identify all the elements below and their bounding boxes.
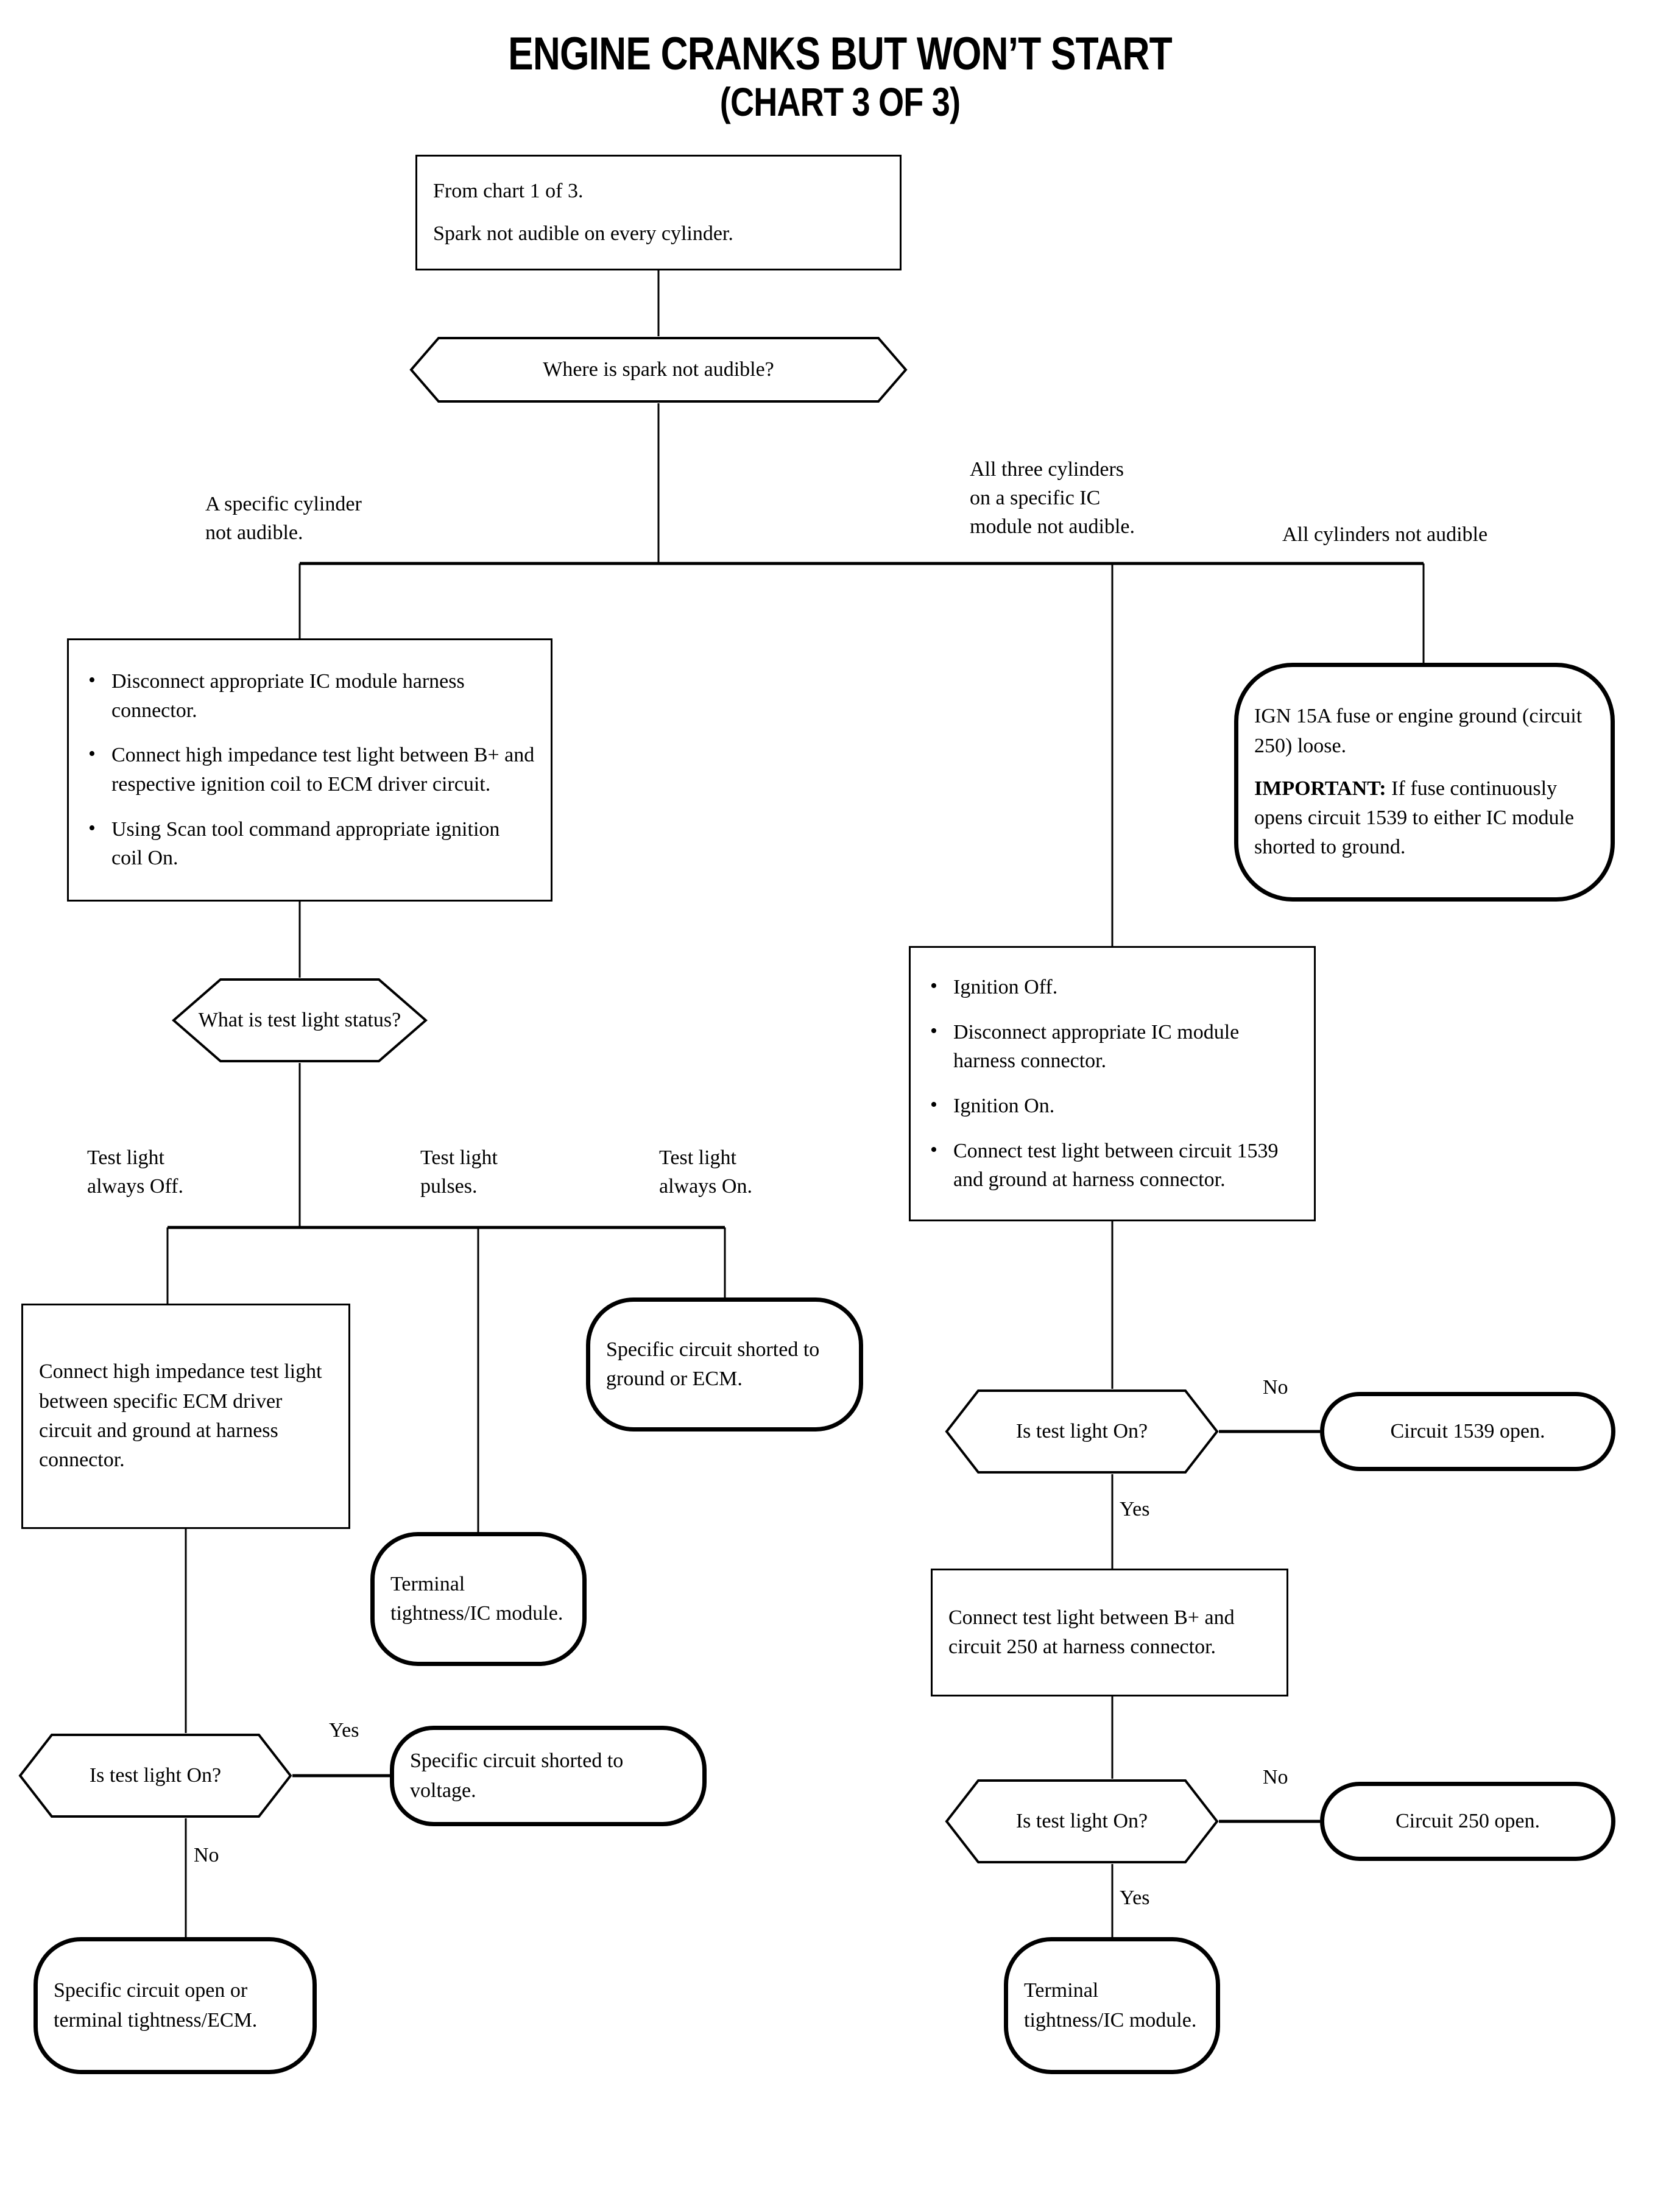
important-text: If fuse continuously opens circuit 1539 … <box>1254 777 1574 859</box>
list-item: Disconnect appropriate IC module harness… <box>926 1017 1298 1076</box>
node-entry: From chart 1 of 3. Spark not audible on … <box>415 155 902 270</box>
edge-label-test-light-always-on: Test light always On. <box>659 1146 752 1198</box>
edge-label-specific-cylinder: A specific cylinder not audible. <box>205 493 362 544</box>
node-ign-fuse: IGN 15A fuse or engine ground (circuit 2… <box>1234 663 1615 902</box>
term-1539-open-text: Circuit 1539 open. <box>1390 1419 1545 1442</box>
q-test-light-status-label: What is test light status? <box>198 1008 401 1031</box>
proc-connect-250-text: Connect test light between B+ and circui… <box>948 1606 1235 1658</box>
term-tightness-ic-right-text: Terminal tightness/IC module. <box>1024 1979 1197 2032</box>
list-item: Ignition Off. <box>926 972 1298 1002</box>
list-item: Connect test light between circuit 1539 … <box>926 1135 1298 1195</box>
node-proc-ic-module: Ignition Off. Disconnect appropriate IC … <box>909 946 1316 1221</box>
q-test-light-on-r1-label: Is test light On? <box>1015 1419 1148 1442</box>
q-test-light-on-r2-label: Is test light On? <box>1015 1809 1148 1832</box>
term-tightness-ic-middle-text: Terminal tightness/IC module. <box>390 1572 563 1625</box>
term-shorted-ground-ecm-text: Specific circuit shorted to ground or EC… <box>606 1338 820 1390</box>
edge-label-no-r1: No <box>1263 1376 1288 1399</box>
edge-label-yes-r1: Yes <box>1120 1498 1150 1520</box>
edge-label-test-light-pulses: Test light pulses. <box>420 1146 498 1198</box>
node-term-open-or-ecm: Specific circuit open or terminal tightn… <box>34 1937 317 2074</box>
node-q-test-light-on-r1: Is test light On? <box>945 1389 1219 1474</box>
node-q-test-light-status: What is test light status? <box>172 978 428 1063</box>
edge-label-yes-r2: Yes <box>1120 1887 1150 1909</box>
ign-fuse-important: IMPORTANT: If fuse continuously opens ci… <box>1254 774 1595 863</box>
node-q-where-spark: Where is spark not audible? <box>409 336 908 403</box>
node-q-test-light-on-r2: Is test light On? <box>945 1779 1219 1864</box>
term-open-or-ecm-text: Specific circuit open or terminal tightn… <box>54 1979 258 2032</box>
edge-label-no-r2: No <box>1263 1766 1288 1788</box>
node-proc-specific-cylinder: Disconnect appropriate IC module harness… <box>67 638 552 902</box>
node-term-shorted-voltage: Specific circuit shorted to voltage. <box>390 1726 707 1826</box>
list-item: Disconnect appropriate IC module harness… <box>85 666 535 725</box>
q-test-light-on-left-label: Is test light On? <box>89 1763 222 1787</box>
node-term-tightness-ic-right: Terminal tightness/IC module. <box>1004 1937 1220 2074</box>
entry-text: From chart 1 of 3. Spark not audible on … <box>433 177 884 249</box>
proc-specific-cylinder-list: Disconnect appropriate IC module harness… <box>85 666 535 873</box>
node-term-tightness-ic-middle: Terminal tightness/IC module. <box>370 1532 587 1666</box>
edge-label-no-left: No <box>194 1844 219 1866</box>
term-250-open-text: Circuit 250 open. <box>1395 1809 1541 1832</box>
page-title: ENGINE CRANKS BUT WON’T START (CHART 3 O… <box>151 28 1529 125</box>
ign-fuse-text: IGN 15A fuse or engine ground (circuit 2… <box>1254 702 1595 862</box>
node-proc-connect-250: Connect test light between B+ and circui… <box>931 1569 1288 1696</box>
node-term-250-open: Circuit 250 open. <box>1320 1782 1615 1861</box>
proc-connect-ecm-driver-text: Connect high impedance test light betwee… <box>39 1360 322 1472</box>
list-item: Using Scan tool command appropriate igni… <box>85 814 535 873</box>
important-label: IMPORTANT: <box>1254 777 1386 800</box>
list-item: Ignition On. <box>926 1090 1298 1121</box>
edge-label-yes-left: Yes <box>329 1719 359 1742</box>
ign-fuse-line-1: IGN 15A fuse or engine ground (circuit 2… <box>1254 705 1583 757</box>
entry-line-1: From chart 1 of 3. <box>433 179 584 202</box>
node-q-test-light-on-left: Is test light On? <box>18 1733 292 1818</box>
edge-label-all-cylinders: All cylinders not audible <box>1282 523 1488 546</box>
edge-label-all-three-cylinders: All three cylinders on a specific IC mod… <box>970 458 1135 538</box>
node-term-shorted-ground-ecm: Specific circuit shorted to ground or EC… <box>586 1297 863 1432</box>
node-term-1539-open: Circuit 1539 open. <box>1320 1392 1615 1471</box>
title-line-2: (CHART 3 OF 3) <box>719 79 961 125</box>
q-where-spark-label: Where is spark not audible? <box>543 358 774 381</box>
term-shorted-voltage-text: Specific circuit shorted to voltage. <box>410 1749 624 1802</box>
title-line-1: ENGINE CRANKS BUT WON’T START <box>508 28 1173 80</box>
proc-ic-module-list: Ignition Off. Disconnect appropriate IC … <box>926 972 1298 1195</box>
list-item: Connect high impedance test light betwee… <box>85 740 535 799</box>
edge-label-test-light-always-off: Test light always Off. <box>87 1146 183 1198</box>
entry-line-2: Spark not audible on every cylinder. <box>433 222 733 245</box>
node-proc-connect-ecm-driver: Connect high impedance test light betwee… <box>21 1304 350 1529</box>
